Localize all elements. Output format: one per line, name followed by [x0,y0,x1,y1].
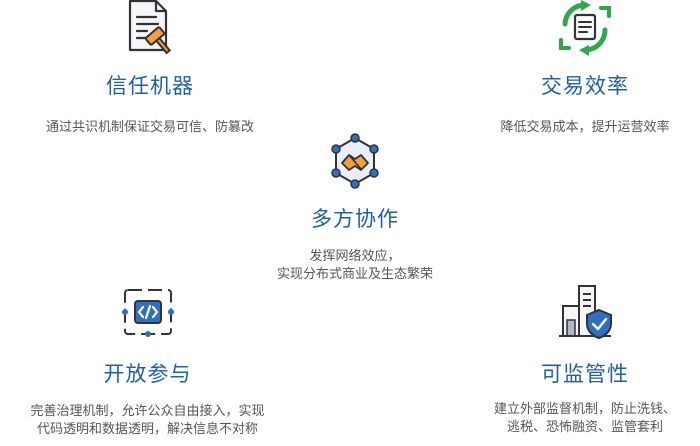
feature-title: 信任机器 [106,74,194,98]
feature-trust: 信任机器 通过共识机制保证交易可信、防篡改 [0,0,300,137]
feature-title: 多方协作 [311,207,399,231]
feature-title: 可监管性 [541,362,629,386]
feature-description-line: 降低交易成本，提升运营效率 [500,120,670,135]
feature-description-line: 完善治理机制，允许公众自由接入，实现 [30,404,265,419]
feature-description: 降低交易成本，提升运营效率 [500,119,669,137]
feature-description: 建立外部监督机制，防止洗钱、 逃税、恐怖融资、监管套利 [494,401,676,437]
feature-description-line: 实现分布式商业及生态繁荣 [276,267,433,282]
feature-description-line: 逃税、恐怖融资、监管套利 [506,420,663,435]
feature-regulation: 可监管性 建立外部监督机制，防止洗钱、 逃税、恐怖融资、监管套利 [470,284,700,437]
network-handshake-icon [331,133,379,189]
feature-description-line: 通过共识机制保证交易可信、防篡改 [45,120,254,135]
building-shield-icon [559,285,612,340]
feature-collaboration: 多方协作 发挥网络效应， 实现分布式商业及生态繁荣 [220,133,490,284]
feature-description: 发挥网络效应， 实现分布式商业及生态繁荣 [277,248,433,284]
feature-description: 通过共识机制保证交易可信、防篡改 [46,119,254,137]
code-icon [121,289,174,337]
refresh-document-icon [559,0,611,56]
feature-efficiency: 交易效率 降低交易成本，提升运营效率 [470,0,700,137]
feature-title: 开放参与 [103,362,192,386]
feature-title: 交易效率 [541,74,629,98]
document-gavel-icon [128,0,172,55]
feature-description-line: 建立外部监督机制，防止洗钱、 [493,402,676,417]
feature-description-line: 代码透明和数据透明，解决信息不对称 [36,422,258,437]
feature-openness: 开放参与 完善治理机制，允许公众自由接入，实现 代码透明和数据透明，解决信息不对… [0,284,295,439]
feature-description-line: 发挥网络效应， [309,249,401,264]
feature-description: 完善治理机制，允许公众自由接入，实现 代码透明和数据透明，解决信息不对称 [30,403,264,439]
